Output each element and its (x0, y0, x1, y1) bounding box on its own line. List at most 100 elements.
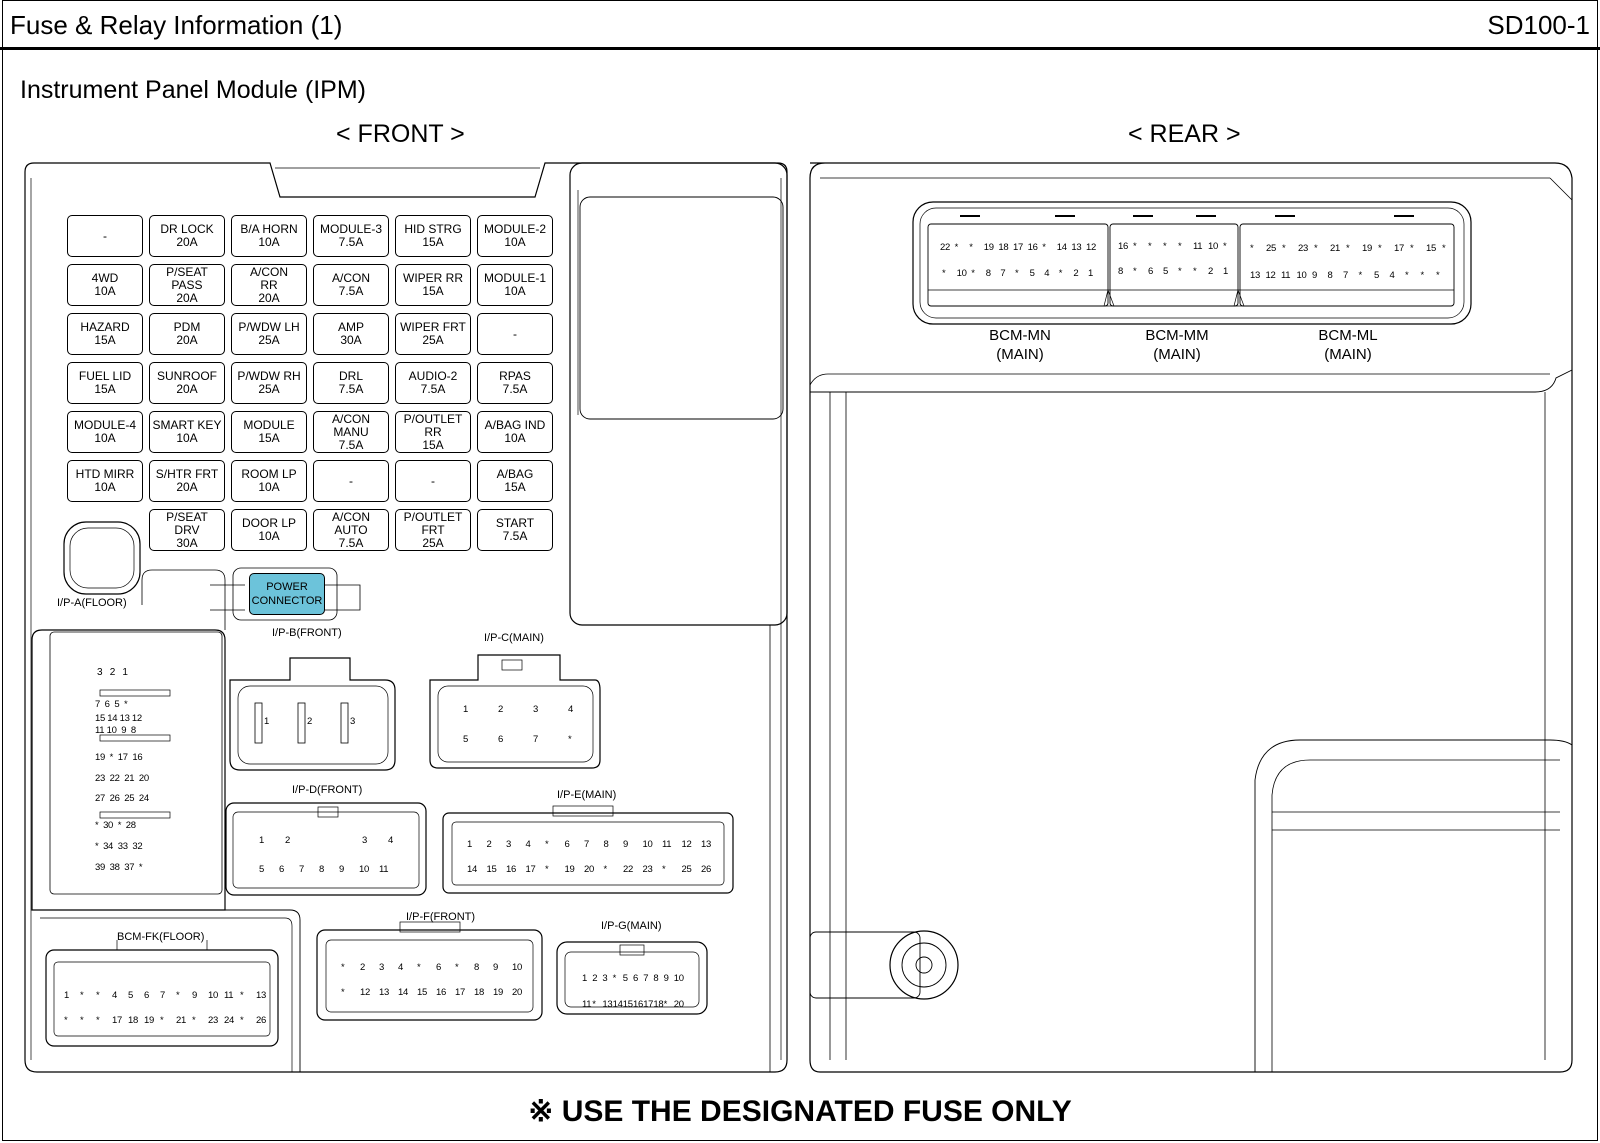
pin-number: 9 (1312, 270, 1317, 281)
pin-number: 12 (681, 839, 692, 850)
pin-number: * (545, 839, 549, 850)
ipa-pin-row: 15 14 13 12 (95, 713, 142, 724)
ipb-pin: 2 (307, 716, 312, 727)
pin-number: * (1058, 268, 1063, 279)
pin-number: * (1133, 266, 1137, 277)
pin-number: 18 (653, 999, 664, 1010)
pin-number: 18 (128, 1015, 138, 1026)
fuse-slot: S/HTR FRT 20A (149, 460, 225, 502)
pin-number: 2 (486, 839, 492, 850)
pin-number: * (417, 962, 421, 973)
pin-number: 8 (985, 268, 991, 279)
pin-number: * (1346, 243, 1350, 254)
ipa-pin-row: 7 6 5 * (95, 699, 128, 710)
pin-number: 3 (602, 973, 608, 984)
ipb-pin: 3 (350, 716, 355, 727)
side-pocket (569, 162, 788, 626)
pin-number: 16 (1118, 241, 1128, 252)
pin-number: 18 (998, 242, 1009, 253)
fuse-slot: DR LOCK 20A (149, 215, 225, 257)
pin-number: 17 (1394, 243, 1404, 254)
pin-number: 6 (279, 864, 284, 875)
pin-number: 25 (681, 864, 692, 875)
pin-number: 10 (642, 839, 653, 850)
connector-label-bcmfk: BCM-FK(FLOOR) (117, 931, 205, 943)
fuse-slot: A/BAG 15A (477, 460, 553, 502)
fuse-slot: HID STRG 15A (395, 215, 471, 257)
pin-number: * (192, 1015, 196, 1026)
ipa-pin-row: * 34 33 32 (95, 841, 143, 852)
fuse-slot: P/SEAT DRV 30A (149, 509, 225, 551)
fuse-slot: P/WDW LH 25A (231, 313, 307, 355)
pin-number: * (80, 1015, 84, 1026)
pin-number: 9 (339, 864, 344, 875)
pin-number: 15 (622, 999, 633, 1010)
pin-number: 14 (612, 999, 623, 1010)
pin-number: * (1405, 270, 1409, 281)
pin-number: 5 (1374, 270, 1379, 281)
pin-number: 3 (379, 962, 384, 973)
pin-number: 1 (582, 973, 587, 984)
pin-number: 5 (259, 864, 264, 875)
pin-number: * (545, 864, 549, 875)
fuse-slot: P/OUTLET FRT 25A (395, 509, 471, 551)
pin-number: 4 (525, 839, 531, 850)
pin-number: 1 (64, 990, 69, 1001)
pin-number: 19 (493, 987, 503, 998)
pin-number: 8 (1118, 266, 1123, 277)
pin-number: * (341, 987, 345, 998)
fuse-slot: HAZARD 15A (67, 313, 143, 355)
pin-number: * (96, 1015, 100, 1026)
pin-number: 6 (436, 962, 441, 973)
round-relay (63, 521, 141, 595)
fuse-slot: AUDIO-2 7.5A (395, 362, 471, 404)
pin-number: 3 (533, 704, 538, 715)
pin-number: * (612, 973, 617, 984)
pin-number: 5 (622, 973, 628, 984)
pin-number: 10 (673, 973, 684, 984)
pin-number: 15 (417, 987, 427, 998)
fuse-slot: B/A HORN 10A (231, 215, 307, 257)
connector-label-ipa: I/P-A(FLOOR) (57, 597, 127, 609)
pin-number: 9 (623, 839, 628, 850)
fuse-slot: P/SEAT PASS 20A (149, 264, 225, 306)
pin-number: 10 (512, 962, 522, 973)
pin-number: 10 (1296, 270, 1307, 281)
pin-number: 2 (285, 835, 290, 846)
pin-number: 7 (1000, 268, 1006, 279)
pin-number: 13 (701, 839, 711, 850)
pin-number: 7 (643, 973, 649, 984)
fuse-slot: MODULE-4 10A (67, 411, 143, 453)
pin-number: * (1178, 241, 1182, 252)
fuse-slot: A/CON AUTO 7.5A (313, 509, 389, 551)
fuse-slot: - (477, 313, 553, 355)
pin-number: 10 (208, 990, 218, 1001)
fuse-slot: START 7.5A (477, 509, 553, 551)
fuse-slot: SUNROOF 20A (149, 362, 225, 404)
pin-number: 6 (633, 973, 638, 984)
pin-number: 15 (1426, 243, 1436, 254)
power-connector: POWER CONNECTOR (249, 573, 325, 615)
pin-number: 19 (564, 864, 575, 875)
pin-number: 23 (642, 864, 653, 875)
ipa-pin-row: 27 26 25 24 (95, 793, 149, 804)
header-bar: Fuse & Relay Information (1) SD100-1 (0, 0, 1600, 50)
pin-number: * (1163, 241, 1167, 252)
pin-number: * (1193, 266, 1197, 277)
pin-number: * (954, 242, 959, 253)
pin-number: 19 (144, 1015, 154, 1026)
pin-number: 11 (662, 839, 672, 850)
pin-number: 17 (112, 1015, 122, 1026)
pin-number: 1 (1223, 266, 1228, 277)
pin-number: 14 (1056, 242, 1067, 253)
pin-number: * (1436, 270, 1440, 281)
bcm-connector-housing (912, 201, 1472, 325)
bcm-ml-label: BCM-ML (MAIN) (1318, 327, 1378, 363)
pin-number: 23 (208, 1015, 218, 1026)
pin-number: 26 (701, 864, 711, 875)
fuse-slot: P/WDW RH 25A (231, 362, 307, 404)
fuse-slot: A/CON RR 20A (231, 264, 307, 306)
pin-number: * (64, 1015, 68, 1026)
fuse-slot: 4WD 10A (67, 264, 143, 306)
